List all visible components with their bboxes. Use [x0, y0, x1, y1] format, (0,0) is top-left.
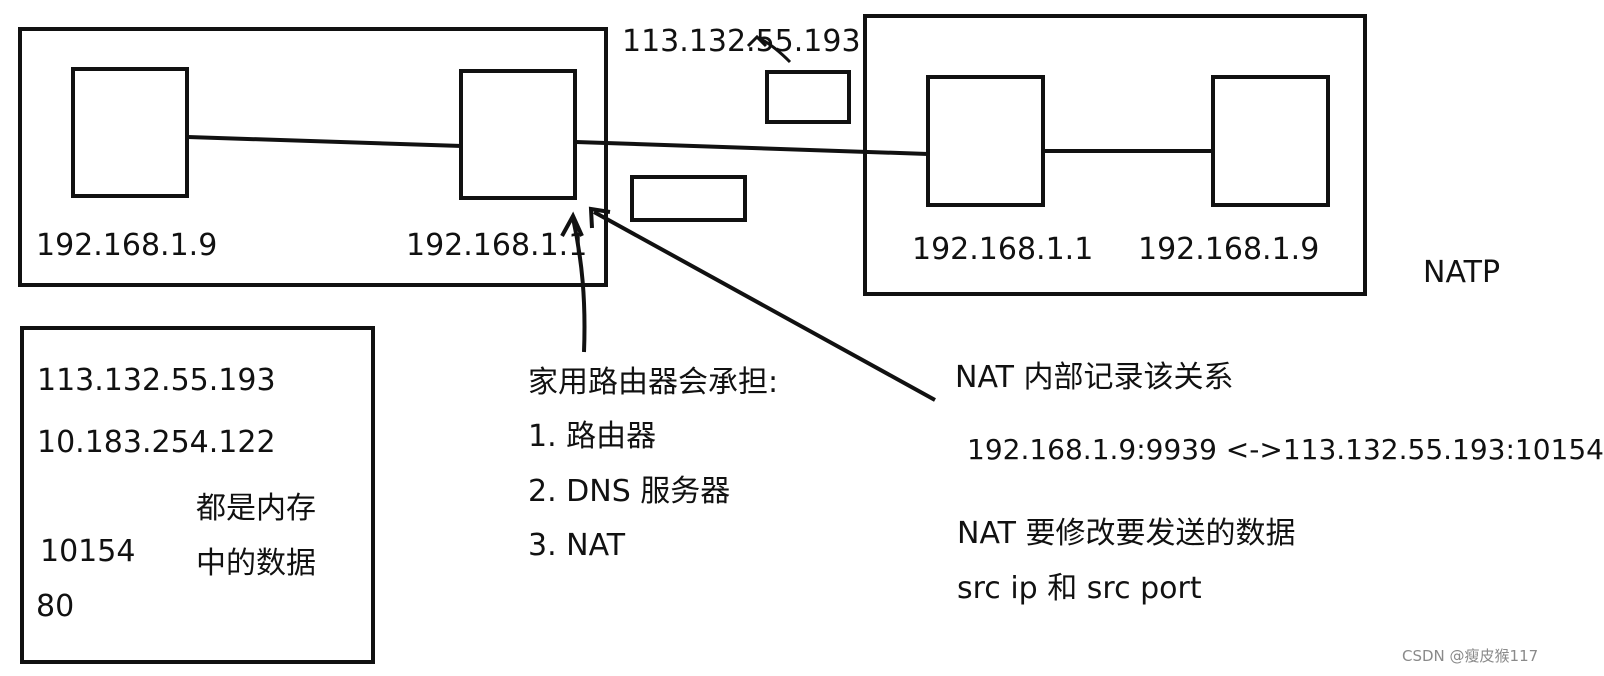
nat-mapping-text: 192.168.1.9:9939 <->113.132.55.193:10154: [967, 433, 1604, 466]
natp-label: NATP: [1423, 255, 1501, 290]
packet-box-lower: [630, 175, 747, 222]
nat-record-text: NAT 内部记录该关系: [955, 360, 1234, 395]
remote-network-box: [863, 14, 1367, 296]
memory-note-1: 都是内存: [196, 491, 316, 526]
public-ip-label: 113.132.55.193: [622, 24, 861, 59]
nat-fields-text: src ip 和 src port: [957, 571, 1202, 606]
memory-line-3: 10154: [40, 534, 136, 569]
memory-line-4: 80: [36, 589, 75, 624]
home-router-box: [459, 69, 577, 200]
remote-pc-ip: 192.168.1.9: [1138, 232, 1320, 267]
remote-router-ip: 192.168.1.1: [912, 232, 1094, 267]
remote-router-box: [926, 75, 1045, 207]
home-router-ip: 192.168.1.1: [406, 228, 588, 263]
router-role-3: 3. NAT: [528, 528, 626, 563]
remote-pc-box: [1211, 75, 1330, 207]
watermark: CSDN @瘦皮猴117: [1402, 647, 1539, 665]
home-network-box: [18, 27, 608, 287]
router-role-2: 2. DNS 服务器: [528, 474, 731, 509]
memory-note-2: 中的数据: [196, 546, 316, 581]
memory-line-1: 113.132.55.193: [37, 363, 276, 398]
nat-modify-text: NAT 要修改要发送的数据: [957, 516, 1296, 551]
router-roles-heading: 家用路由器会承担:: [528, 365, 779, 400]
router-role-1: 1. 路由器: [528, 419, 657, 454]
memory-box: [20, 326, 375, 664]
packet-box-upper: [765, 70, 851, 124]
memory-line-2: 10.183.254.122: [37, 425, 276, 460]
home-pc-ip: 192.168.1.9: [36, 228, 218, 263]
home-pc-box: [71, 67, 189, 198]
